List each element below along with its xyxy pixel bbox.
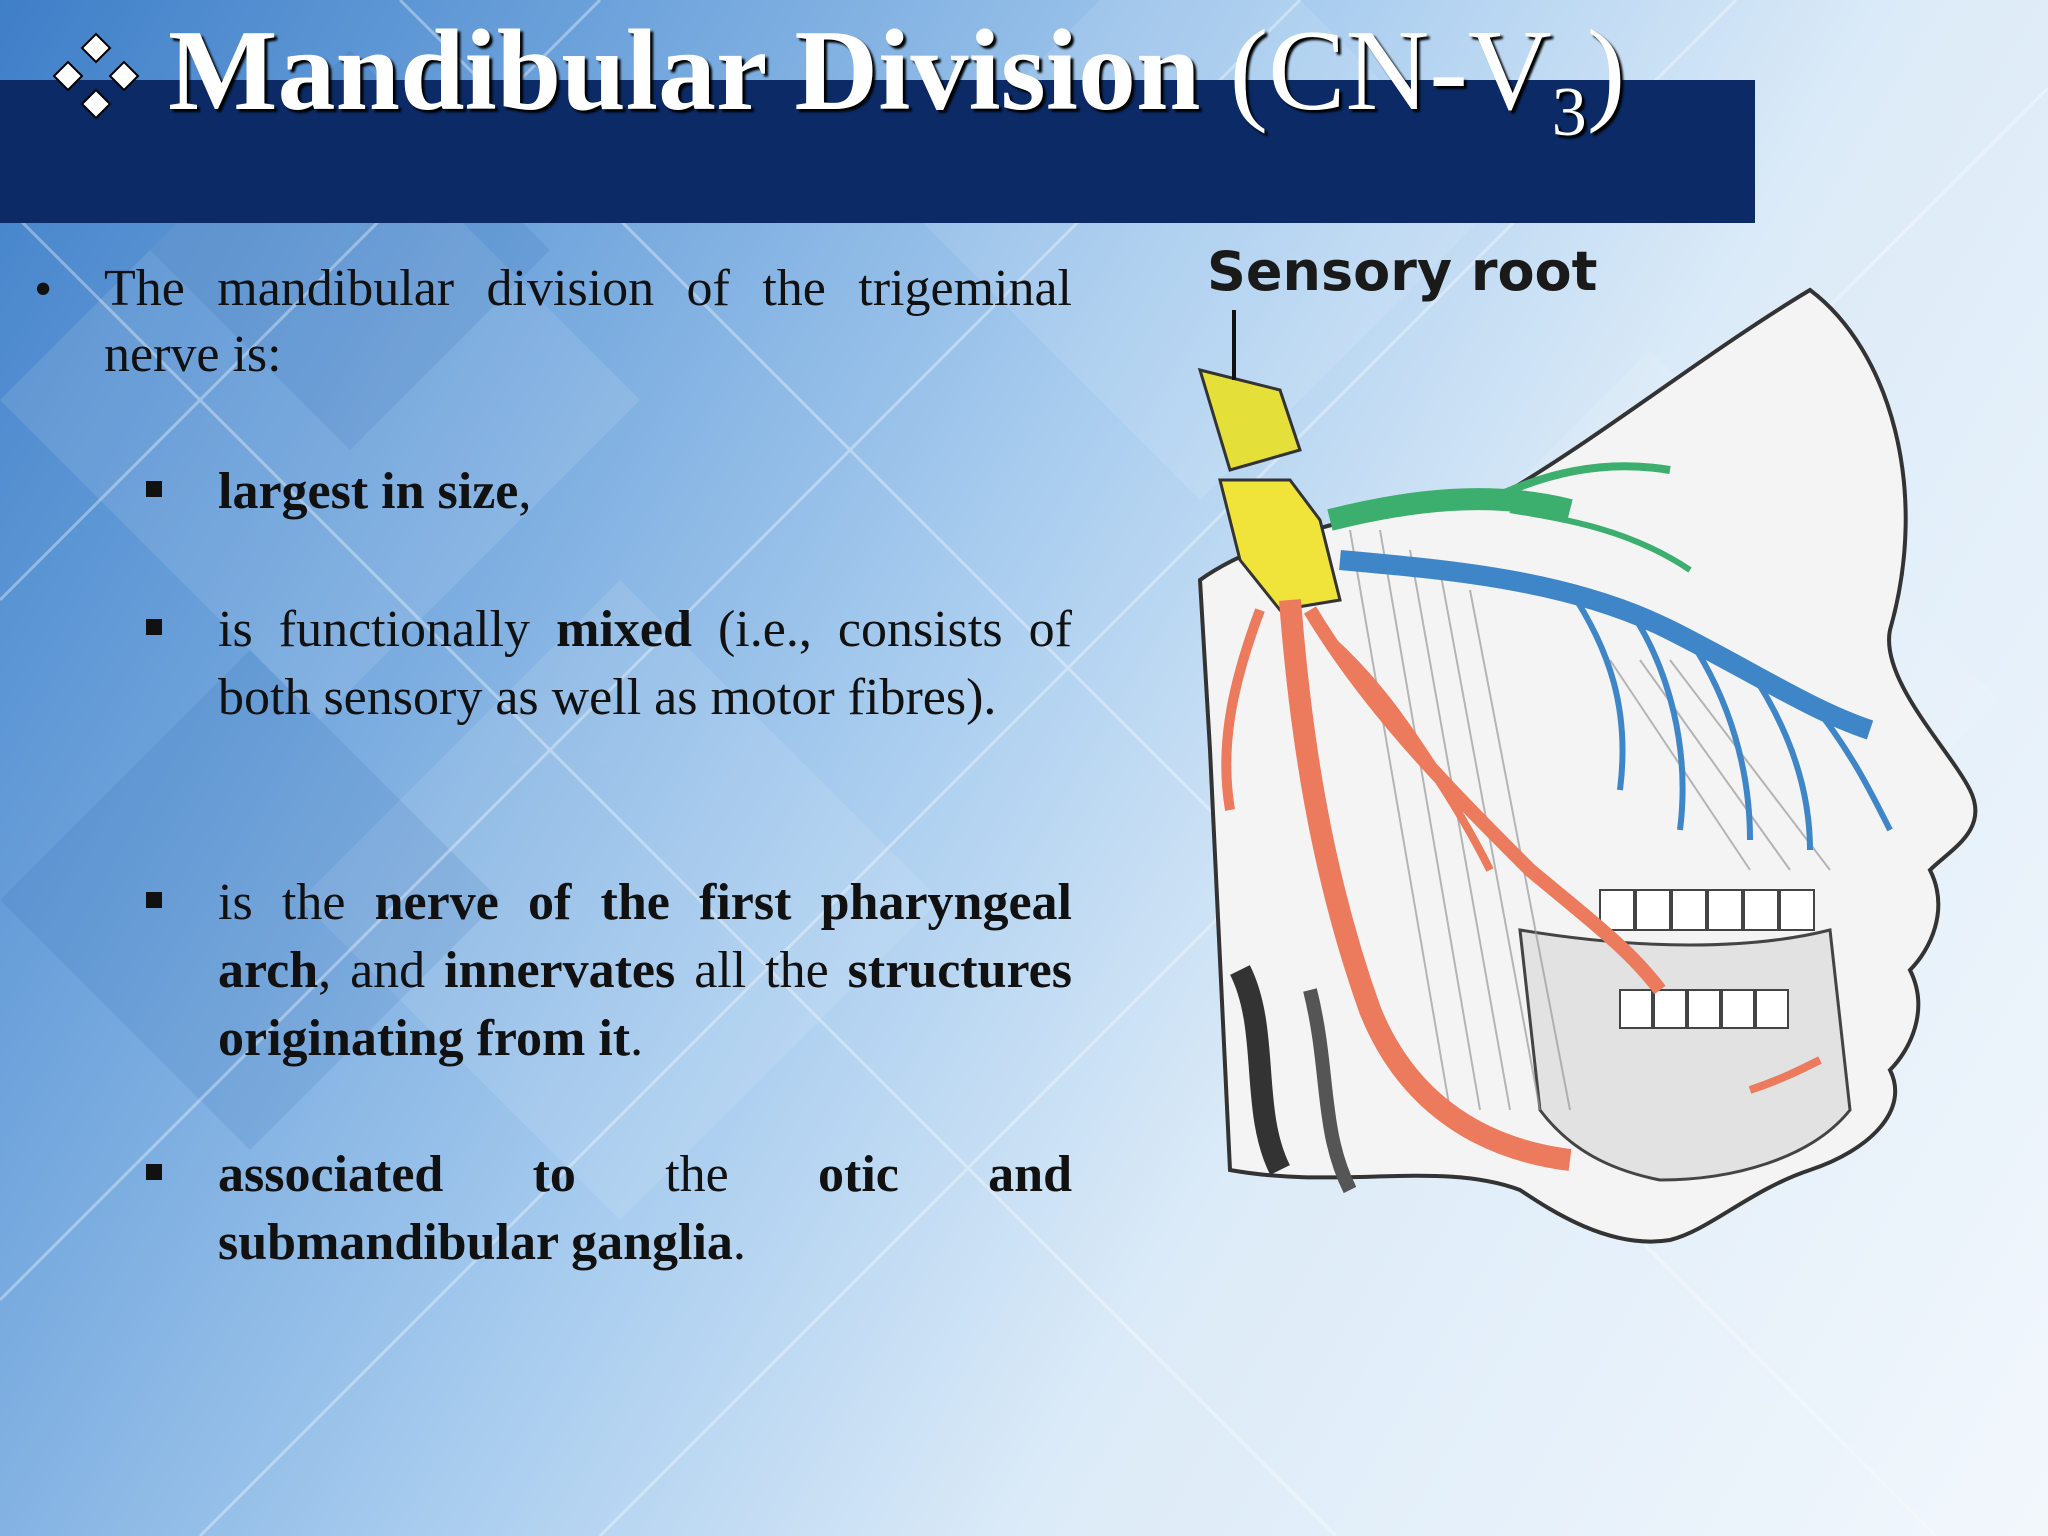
title-close: ) [1586,7,1626,135]
square-bullet-icon [146,892,162,908]
trigeminal-nerve-illustration [1197,287,1978,1244]
regular-text: the [575,1146,819,1203]
title-subscript: 3 [1551,74,1587,151]
bold-text: and submandibular ganglia [218,1146,1073,1271]
title-paren: (CN-V [1200,7,1552,135]
regular-text [899,1146,988,1203]
list-item: associated to the otic and submandibular… [218,1141,1072,1277]
bold-text: largest in size [218,463,519,520]
diamond-bullet-icon [52,32,140,120]
regular-text: , and [318,942,445,999]
list-item: is the nerve of the first pharyngeal arc… [218,869,1072,1073]
regular-text: , [518,463,532,520]
round-bullet-icon: • [34,261,53,318]
bold-text: innervates [444,942,676,999]
square-bullet-icon [146,1164,162,1180]
figure-label: Sensory root [1207,240,1598,303]
regular-text: all the [675,942,848,999]
square-bullet-icon [146,481,162,497]
bold-text: mixed [556,601,692,658]
regular-text: . [630,1010,644,1067]
regular-text: is the [218,874,375,931]
bold-text: associated to [218,1146,576,1203]
regular-text: is functionally [218,601,557,658]
title-bold: Mandibular Division [168,7,1201,135]
bold-text: otic [818,1146,899,1203]
square-bullet-icon [146,619,162,635]
regular-text: . [732,1214,746,1271]
intro-bullet: The mandibular division of the trigemina… [104,260,1072,383]
regular-text: (i.e., consists of both sensory as well … [218,601,1072,726]
list-item: largest in size, [218,458,1072,526]
slide-title: Mandibular Division (CN-V3) [168,0,1626,148]
bold-text: nerve of the first pharyngeal arch [218,874,1072,999]
bold-text: structures originating from it [218,942,1072,1067]
title-bar [0,80,1755,223]
list-item: is functionally mixed (i.e., consists of… [218,596,1072,732]
